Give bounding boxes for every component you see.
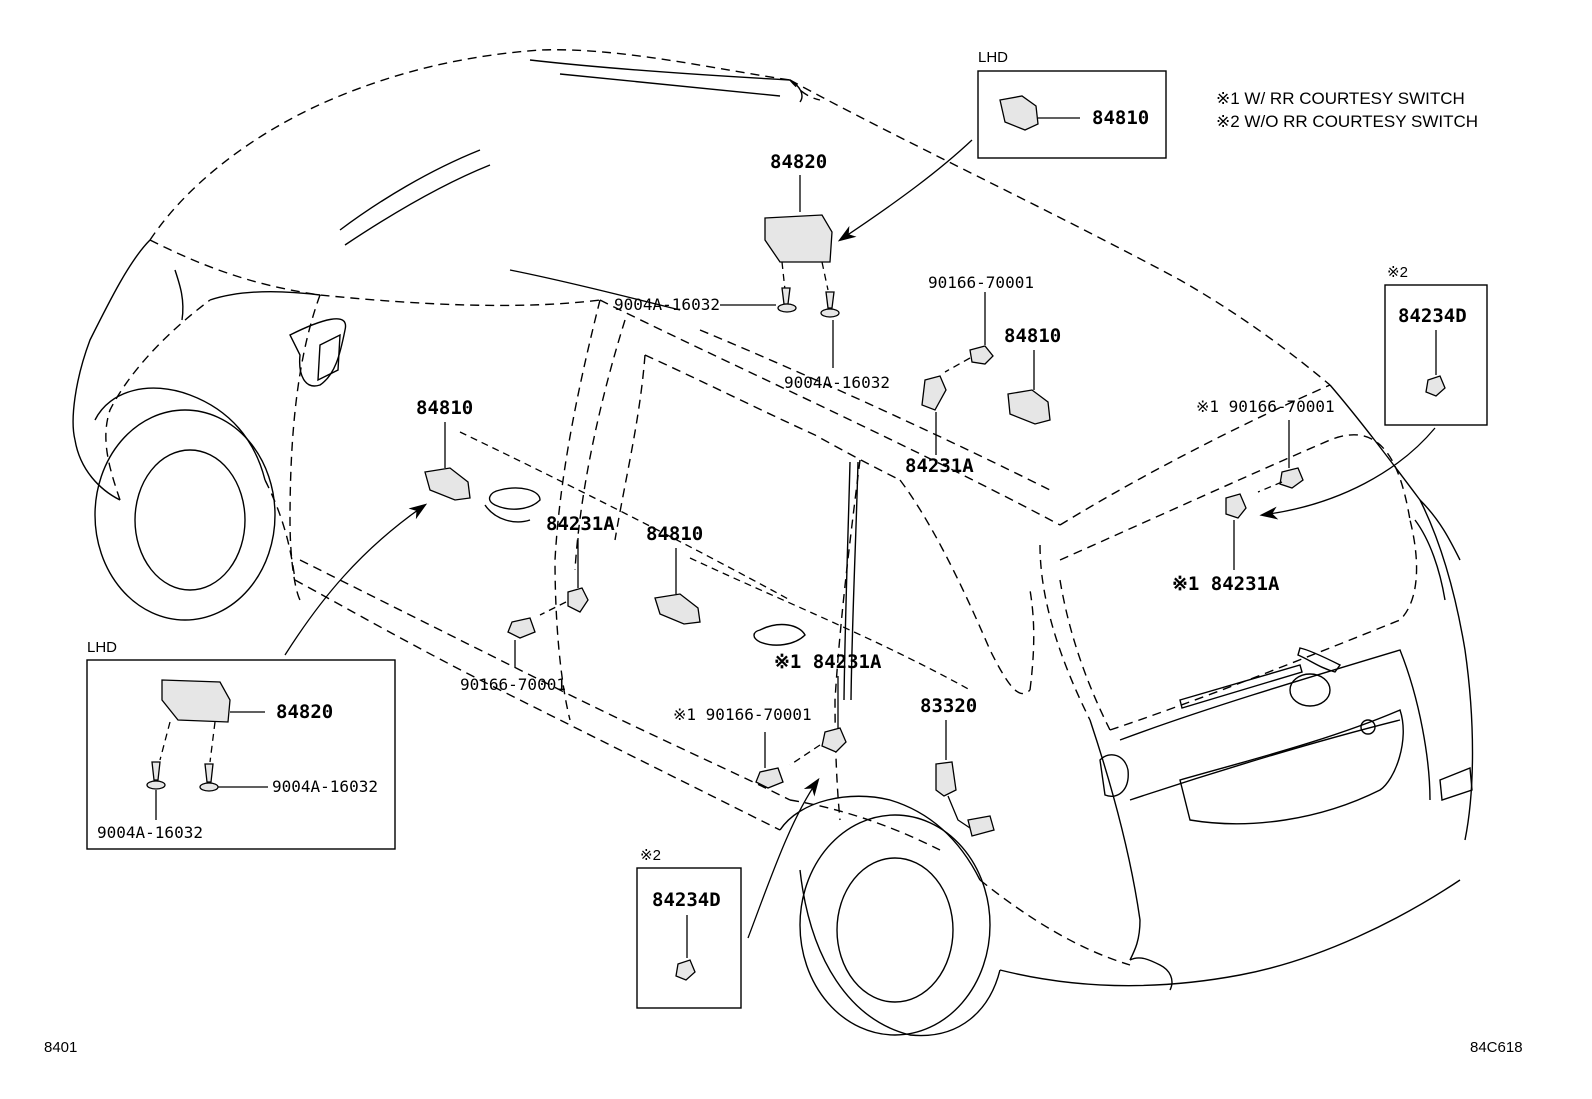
inset-lhd-top: LHD 84810 — [977, 49, 1167, 159]
legend-note-2: ※2 W/O RR COURTESY SWITCH — [1216, 112, 1478, 131]
callout-bolt-back-door: ※1 90166-70001 — [1196, 397, 1335, 416]
callout-switch-top: 84820 — [770, 151, 827, 173]
inset-note2-right: ※2 84234D — [1384, 264, 1488, 426]
callout-sensor: 83320 — [920, 695, 977, 717]
footer-right-code: 84C618 — [1470, 1039, 1523, 1056]
inset-lhd-top-tag: LHD — [978, 49, 1008, 66]
vehicle-outline — [72, 49, 1474, 1037]
inset-note2-bottom: ※2 84234D — [636, 847, 742, 1009]
inset-lhd-left: LHD 84820 9004A-16032 9004A-16032 — [86, 639, 396, 850]
callout-screw-top-right: 9004A-16032 — [784, 373, 890, 392]
callout-pad-back-door: ※1 84231A — [1172, 573, 1280, 595]
legend-note-1: ※1 W/ RR COURTESY SWITCH — [1216, 89, 1465, 108]
parts: 84820 9004A-16032 9004A-16032 90166-7000… — [416, 151, 1335, 837]
callout-pad-upper: 84231A — [905, 455, 974, 477]
inset-lhd-top-part: 84810 — [1092, 107, 1149, 129]
legend: ※1 W/ RR COURTESY SWITCH ※2 W/O RR COURT… — [1216, 89, 1478, 131]
callout-pad-front: 84231A — [546, 513, 615, 535]
callout-bolt-upper: 90166-70001 — [928, 273, 1034, 292]
inset-note2-bottom-part: 84234D — [652, 889, 721, 911]
switch-84820 — [764, 214, 833, 263]
inset-note2-right-part: 84234D — [1398, 305, 1467, 327]
inset-lhd-left-screw-bottom: 9004A-16032 — [97, 823, 203, 842]
callout-switch-front: 84810 — [416, 397, 473, 419]
footer: 8401 84C618 — [44, 1039, 1523, 1056]
inset-lhd-left-part: 84820 — [276, 701, 333, 723]
callout-bolt-rear-door: ※1 90166-70001 — [673, 705, 812, 724]
callout-pad-rear-door: ※1 84231A — [774, 651, 882, 673]
inset-note2-right-tag: ※2 — [1387, 264, 1408, 281]
footer-left-code: 8401 — [44, 1039, 77, 1056]
inset-note2-bottom-tag: ※2 — [640, 847, 661, 864]
callout-switch-middle: 84810 — [646, 523, 703, 545]
inset-lhd-left-screw-right: 9004A-16032 — [272, 777, 378, 796]
inset-lhd-left-tag: LHD — [87, 639, 117, 656]
callout-switch-rear-right: 84810 — [1004, 325, 1061, 347]
inset-arrows — [284, 139, 1436, 939]
callout-bolt-front: 90166-70001 — [460, 675, 566, 694]
callout-screw-top-left: 9004A-16032 — [614, 295, 720, 314]
